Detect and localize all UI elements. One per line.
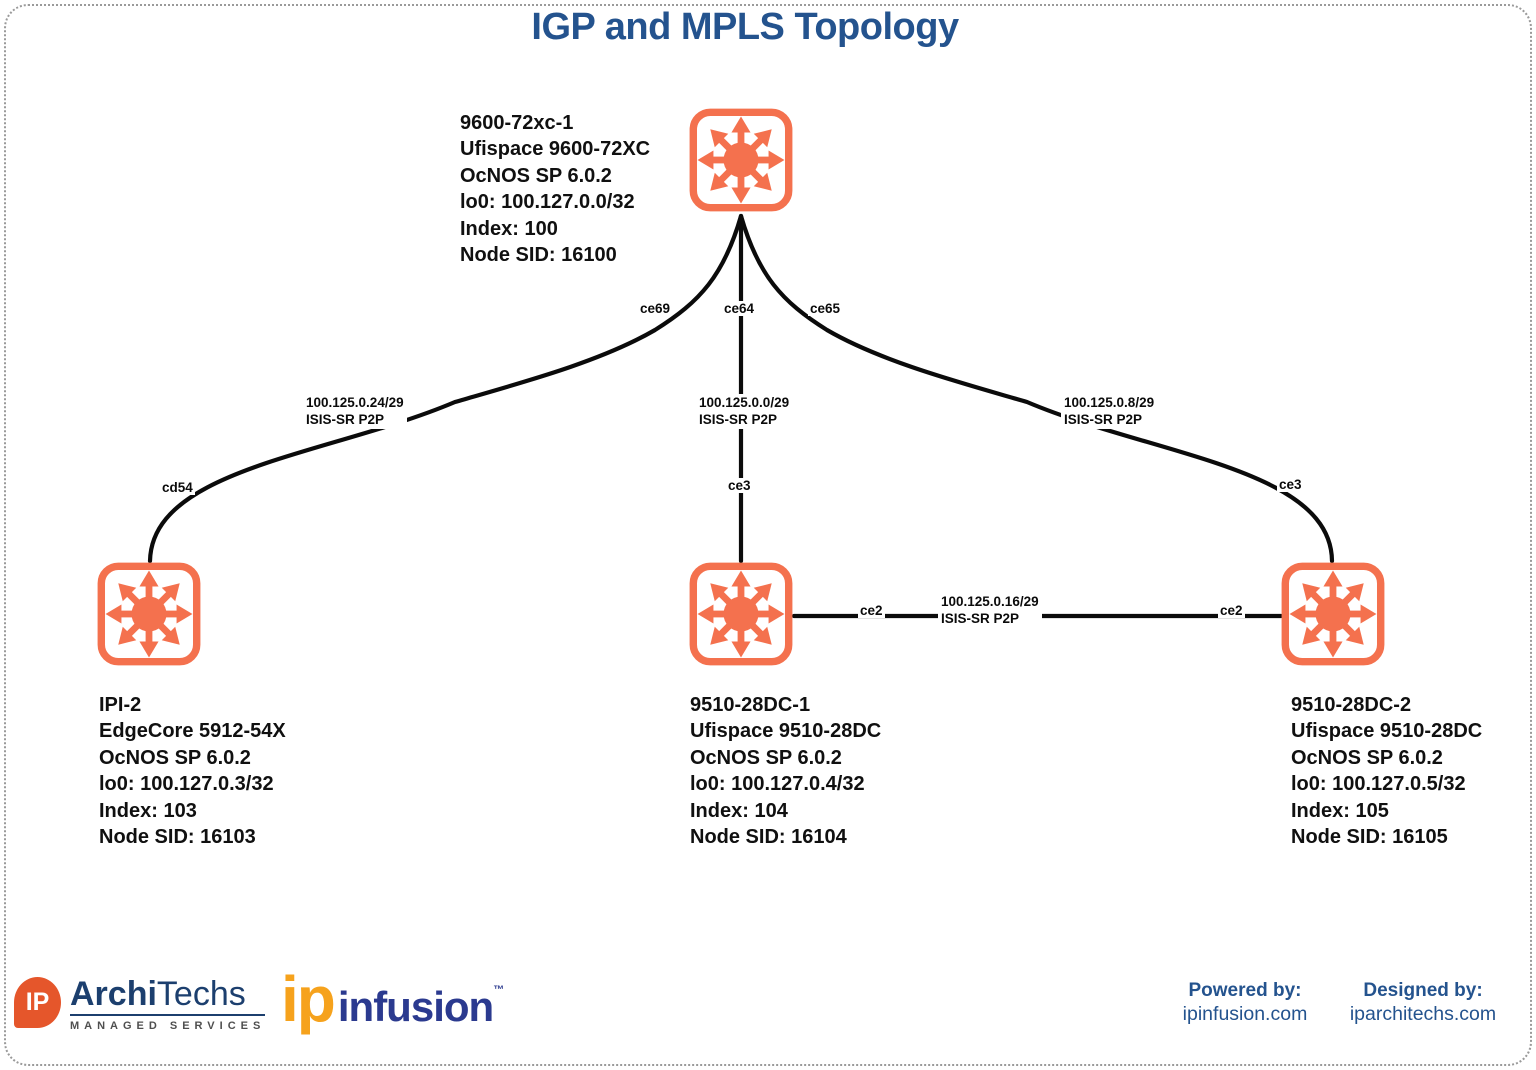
link-protocol: ISIS-SR P2P — [1064, 411, 1143, 427]
node-hardware: Ufispace 9510-28DC — [1291, 720, 1483, 743]
ipinfusion-trademark: ™ — [493, 984, 505, 996]
link-protocol: ISIS-SR P2P — [941, 610, 1020, 626]
node-loopback: lo0: 100.127.0.3/32 — [99, 773, 274, 796]
ipinfusion-logo: ipinfusion™ — [281, 962, 504, 1036]
node-os: OcNOS SP 6.0.2 — [690, 746, 842, 769]
node-hostname: 9510-28DC-2 — [1291, 694, 1412, 716]
node-os: OcNOS SP 6.0.2 — [1291, 746, 1443, 769]
router-icon-9510-28dc-1 — [688, 561, 794, 667]
diagram-title: IGP and MPLS Topology — [531, 6, 959, 48]
interface-label-ce2-left: ce2 — [858, 603, 885, 618]
architechs-brand: ArchiTechs — [70, 975, 266, 1016]
designed-by-block: Designed by: iparchitechs.com — [1338, 979, 1508, 1026]
interface-label-ce2-right: ce2 — [1218, 603, 1245, 618]
edge-9600-to-ipi2 — [147, 213, 744, 564]
designed-by-label: Designed by: — [1363, 980, 1483, 1001]
link-protocol: ISIS-SR P2P — [699, 411, 778, 427]
node-index: Index: 103 — [99, 799, 197, 822]
node-hostname: 9600-72xc-1 — [460, 112, 574, 134]
designed-by-value: iparchitechs.com — [1349, 1003, 1497, 1025]
architechs-brand-bold: Archi — [70, 975, 157, 1013]
link-label-right: 100.125.0.8/29 ISIS-SR P2P — [1061, 394, 1158, 429]
link-label-bottom: 100.125.0.16/29 ISIS-SR P2P — [938, 593, 1042, 628]
node-sid: Node SID: 16103 — [99, 826, 256, 849]
router-icon-9600-72xc-1 — [688, 107, 794, 213]
edge-9600-to-9510-2 — [738, 213, 1335, 564]
link-subnet: 100.125.0.0/29 — [699, 395, 790, 410]
architechs-tagline: MANAGED SERVICES — [70, 1020, 266, 1032]
node-hardware: EdgeCore 5912-54X — [99, 720, 286, 743]
interface-label-ce3-mid: ce3 — [726, 478, 753, 493]
ipinfusion-ip: ip — [281, 963, 336, 1035]
powered-by-block: Powered by: ipinfusion.com — [1160, 979, 1330, 1026]
architechs-logo: IP ArchiTechs MANAGED SERVICES — [14, 975, 266, 1032]
interface-label-ce69: ce69 — [638, 301, 673, 316]
node-sid: Node SID: 16104 — [690, 826, 847, 849]
node-label-9600-72xc-1: 9600-72xc-1 Ufispace 9600-72XC OcNOS SP … — [460, 110, 650, 268]
link-label-left: 100.125.0.24/29 ISIS-SR P2P — [303, 394, 407, 429]
link-protocol: ISIS-SR P2P — [306, 411, 385, 427]
interface-label-ce65: ce65 — [808, 301, 843, 316]
node-loopback: lo0: 100.127.0.5/32 — [1291, 773, 1466, 796]
node-label-9510-28dc-1: 9510-28DC-1 Ufispace 9510-28DC OcNOS SP … — [690, 692, 881, 850]
architechs-brand-light: Techs — [156, 975, 246, 1013]
node-loopback: lo0: 100.127.0.0/32 — [460, 191, 635, 214]
node-label-ipi-2: IPI-2 EdgeCore 5912-54X OcNOS SP 6.0.2 l… — [99, 692, 286, 850]
node-sid: Node SID: 16100 — [460, 244, 617, 267]
node-index: Index: 100 — [460, 217, 558, 240]
node-os: OcNOS SP 6.0.2 — [99, 746, 251, 769]
node-hostname: 9510-28DC-1 — [690, 694, 811, 716]
node-os: OcNOS SP 6.0.2 — [460, 164, 612, 187]
node-hostname: IPI-2 — [99, 694, 142, 716]
interface-label-ce64: ce64 — [722, 301, 757, 316]
router-icon-9510-28dc-2 — [1280, 561, 1386, 667]
router-icon-ipi-2 — [96, 561, 202, 667]
architechs-ip-badge: IP — [14, 977, 61, 1028]
powered-by-value: ipinfusion.com — [1182, 1003, 1308, 1025]
powered-by-label: Powered by: — [1188, 980, 1302, 1001]
interface-label-ce3-right: ce3 — [1277, 477, 1304, 492]
node-hardware: Ufispace 9510-28DC — [690, 720, 882, 743]
node-label-9510-28dc-2: 9510-28DC-2 Ufispace 9510-28DC OcNOS SP … — [1291, 692, 1482, 850]
node-index: Index: 104 — [690, 799, 788, 822]
link-subnet: 100.125.0.24/29 — [306, 395, 404, 410]
architechs-wordmark: ArchiTechs MANAGED SERVICES — [70, 975, 266, 1032]
link-label-middle: 100.125.0.0/29 ISIS-SR P2P — [696, 394, 793, 429]
ipinfusion-infusion: infusion — [337, 983, 494, 1030]
link-subnet: 100.125.0.16/29 — [941, 594, 1039, 609]
node-hardware: Ufispace 9600-72XC — [460, 138, 651, 161]
link-subnet: 100.125.0.8/29 — [1064, 395, 1155, 410]
node-loopback: lo0: 100.127.0.4/32 — [690, 773, 865, 796]
interface-label-cd54: cd54 — [160, 480, 195, 495]
node-index: Index: 105 — [1291, 799, 1389, 822]
node-sid: Node SID: 16105 — [1291, 826, 1448, 849]
